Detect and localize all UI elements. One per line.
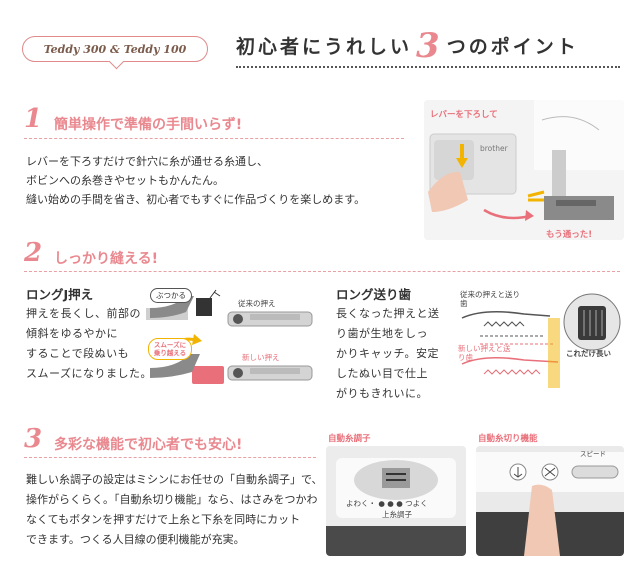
new-feed-label: 新しい押えと送り歯 — [458, 344, 511, 362]
bump-label: ぶつかる — [150, 288, 192, 303]
feed-dog-diagram — [461, 293, 621, 388]
threader-illustration — [424, 100, 624, 240]
feed-line: がりもきれいに。 — [336, 387, 428, 400]
section1-text: レバーを下ろすだけで針穴に糸が通せる糸通し、 ボビンへの糸巻きやセットもかんたん… — [26, 152, 365, 209]
model-label: Teddy 300 & Teddy 100 — [22, 36, 208, 62]
foot-text: 押えを長くし、前部の 傾斜をゆるやかに することで段ぬいも スムーズになりました… — [26, 304, 152, 384]
section3-number: 3 — [24, 424, 43, 454]
section3-text: 難しい糸調子の設定はミシンにお任せの「自動糸調子」で、 操作がらくらく。「自動糸… — [26, 470, 323, 550]
cutter-label: 自動糸切り機能 — [478, 434, 538, 444]
lever-label: レバーを下ろして — [430, 110, 498, 120]
tension-photo: よわく・ ● ● ● つよく 上糸調子 — [326, 446, 466, 556]
title-number: 3 — [416, 26, 443, 66]
section1-divider — [24, 138, 404, 139]
section3-line: 難しい糸調子の設定はミシンにお任せの「自動糸調子」で、 — [26, 473, 323, 486]
section1-number: 1 — [24, 104, 43, 134]
section1-line: ボビンへの糸巻きやセットもかんたん。 — [26, 174, 224, 187]
section2-title: しっかり縫える! — [54, 251, 158, 267]
speed-label: スピード — [580, 450, 606, 458]
title-prefix: 初心者にうれしい — [236, 36, 413, 58]
longer-label: これだけ長い — [566, 349, 611, 358]
feed-line: 長くなった押えと送 — [336, 307, 440, 320]
thread-cutter-illustration — [476, 446, 624, 556]
feed-line: したぬい目で仕上 — [336, 367, 428, 380]
section3-divider — [24, 457, 316, 458]
feed-line: り歯が生地をしっ — [336, 327, 428, 340]
done-label: もう通った! — [546, 230, 593, 240]
foot-line: することで段ぬいも — [26, 347, 130, 360]
page-title: 初心者にうれしい 3 つのポイント — [236, 26, 579, 66]
section3-line: 操作がらくらく。「自動糸切り機能」なら、はさみをつかわ — [26, 493, 318, 506]
feed-illustration: 従来の押えと送り歯 新しい押えと送り歯 これだけ長い — [454, 288, 624, 398]
section1-line: レバーを下ろすだけで針穴に糸が通せる糸通し、 — [26, 155, 268, 168]
threader-photo: レバーを下ろして brother もう通った! — [424, 100, 624, 240]
section2-divider — [24, 271, 620, 272]
foot-heading: ロングJ押え — [26, 287, 94, 302]
old-foot-label: 従来の押え — [238, 299, 276, 308]
upper-thread-label: 上糸調子 — [382, 510, 412, 519]
title-suffix: つのポイント — [446, 36, 579, 58]
section3-line: なくてもボタンを押すだけで上糸と下糸を同時にカット — [26, 513, 301, 526]
foot-line: 傾斜をゆるやかに — [26, 327, 118, 340]
foot-line: スムーズになりました。 — [26, 367, 152, 380]
feed-heading: ロング送り歯 — [336, 287, 412, 302]
tension-dial-illustration — [326, 446, 466, 556]
tension-label: 自動糸調子 — [328, 434, 371, 444]
section3-title: 多彩な機能で初心者でも安心! — [54, 437, 243, 453]
foot-illustration: ぶつかる 従来の押え スムーズに乗り越える 新しい押え — [146, 284, 316, 390]
brand-label: brother — [480, 144, 508, 153]
smooth-label: スムーズに乗り越える — [148, 338, 192, 360]
old-feed-label: 従来の押えと送り歯 — [460, 290, 520, 308]
feed-text: 長くなった押えと送 り歯が生地をしっ かりキャッチ。安定 したぬい目で仕上 がり… — [336, 304, 440, 404]
tension-scale: よわく・ ● ● ● つよく — [346, 499, 428, 508]
new-foot-label: 新しい押え — [242, 353, 280, 362]
feed-line: かりキャッチ。安定 — [336, 347, 439, 360]
title-underline — [236, 66, 620, 68]
section1-title: 簡単操作で準備の手間いらず! — [54, 117, 243, 133]
section1-line: 縫い始めの手間を省き、初心者でもすぐに作品づくりを楽しめます。 — [26, 193, 366, 206]
section2-number: 2 — [24, 238, 43, 268]
foot-line: 押えを長くし、前部の — [26, 307, 141, 320]
cutter-photo: スピード — [476, 446, 624, 556]
section3-line: できます。つくる人目線の便利機能が充実。 — [26, 533, 245, 546]
